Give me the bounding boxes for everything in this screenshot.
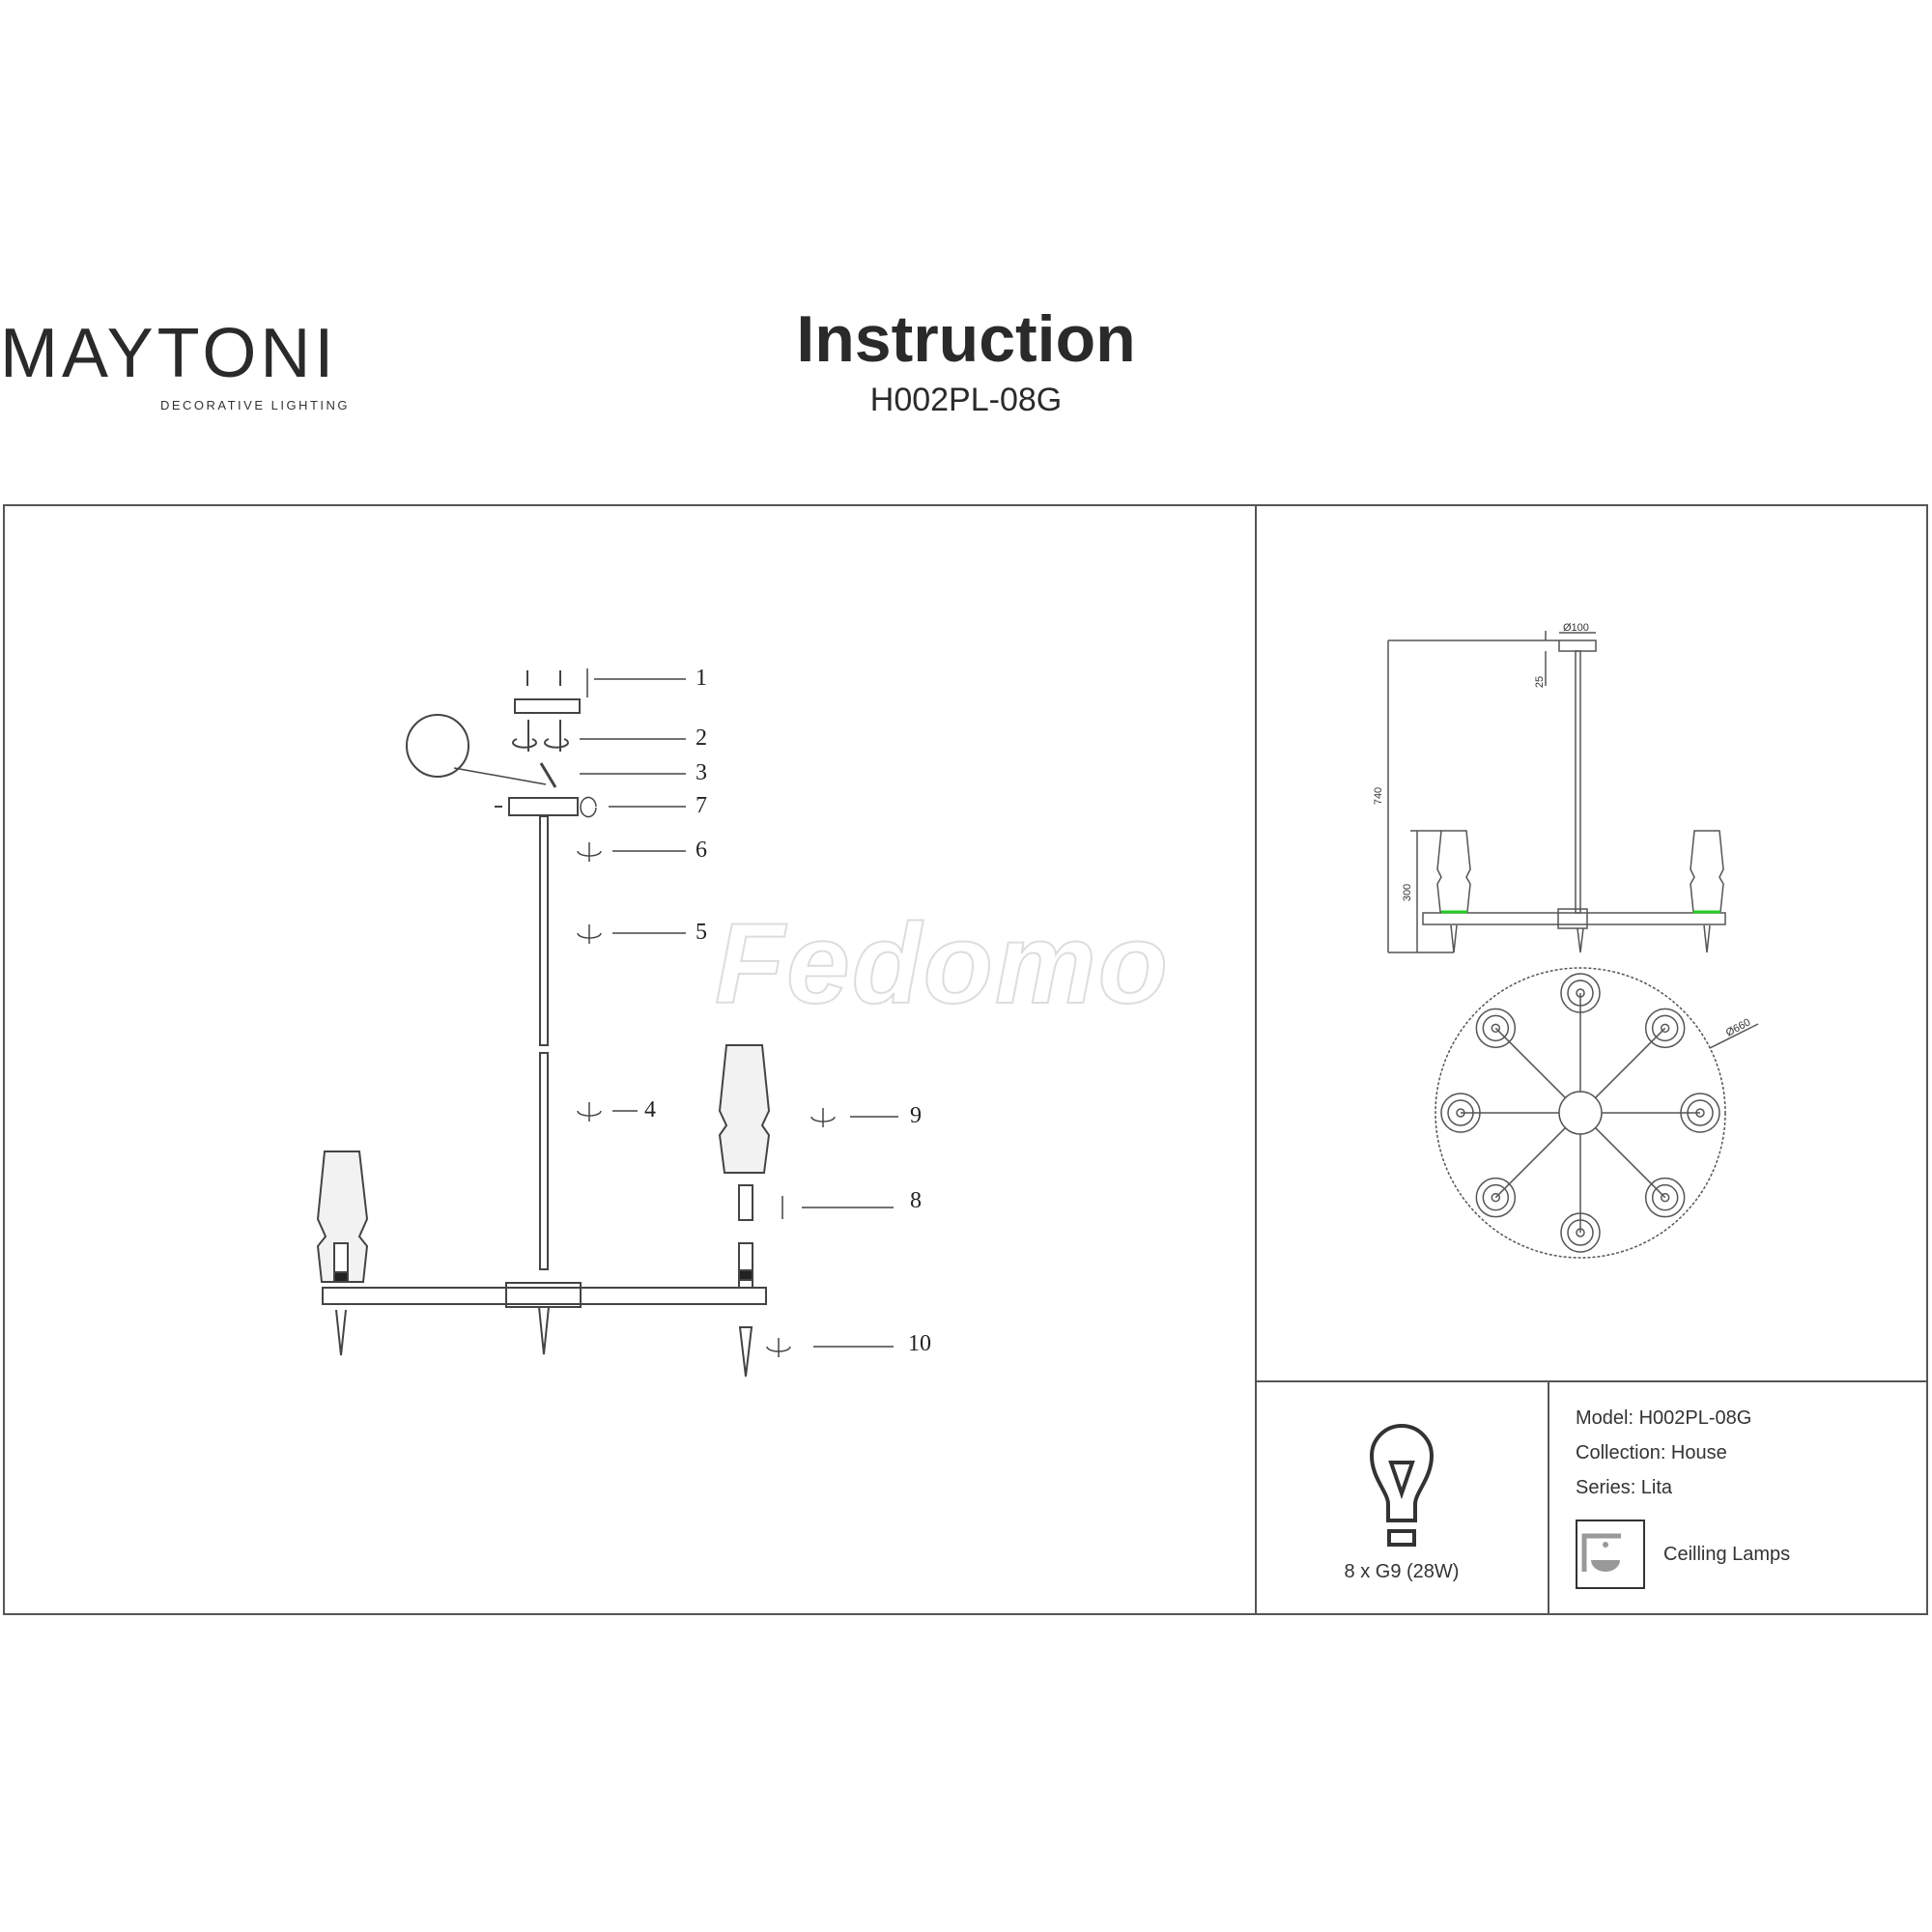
plan-shade [1567,1219,1594,1246]
plan-shade [1695,1108,1705,1118]
plan-outline [1435,967,1726,1259]
plan-arm [1494,1127,1566,1199]
info-type: Ceilling Lamps [1663,1544,1791,1565]
plan-shade [1475,1008,1517,1049]
plan-shade [1644,1177,1686,1218]
arm [322,1287,767,1305]
instruction-frame [3,504,1928,1615]
step-label-6: 6 [696,838,707,863]
plan-arm [1494,1027,1566,1098]
step-label-5: 5 [696,920,707,945]
page-title: Instruction [796,302,1136,376]
spike-left [335,1309,347,1356]
step-label-3: 3 [696,760,707,785]
plan-arm [1595,1127,1666,1199]
plan-shade [1447,1099,1474,1126]
plan-shade [1660,1023,1670,1034]
step-label-10: 10 [908,1331,931,1356]
plan-shade [1680,1093,1720,1133]
g9-bulb [738,1184,753,1221]
plan-shade [1440,1093,1481,1133]
brand-name: MAYTONI [0,315,338,392]
plan-shade [1660,1192,1670,1203]
info-model: Model: H002PL-08G [1576,1407,1752,1429]
watermark: Fedomo [714,899,1170,1029]
plan-shade [1651,1183,1679,1211]
hub [505,1282,582,1308]
plan-shade [1491,1023,1501,1034]
plan-shade [1491,1192,1501,1203]
mounting-bracket [514,698,581,714]
step-label-8: 8 [910,1188,922,1213]
plan-shade [1456,1108,1465,1118]
plan-shade [1687,1099,1714,1126]
plan-shade [1482,1014,1510,1042]
plan-shade [1651,1014,1679,1042]
step-label-9: 9 [910,1103,922,1128]
divider-vertical [1255,504,1257,1615]
step-label-1: 1 [696,666,707,691]
brand-logo: MAYTONI DECORATIVE LIGHTING [0,319,357,415]
brand-tagline: DECORATIVE LIGHTING [159,398,350,412]
rod-upper [539,815,549,1046]
plan-shade [1560,973,1601,1013]
shade-left [316,1151,369,1283]
rod-lower [539,1052,549,1270]
spike-detached [738,1326,753,1378]
plan-shade [1576,1228,1585,1237]
plan-arm [1595,1027,1666,1098]
plan-shade [1576,988,1585,998]
plan-shade [1560,1212,1601,1253]
plan-shade [1475,1177,1517,1218]
wiring-detail-icon [406,714,469,778]
info-collection: Collection: House [1576,1442,1727,1463]
step-label-2: 2 [696,725,707,751]
ceiling-lamp-icon [1576,1520,1645,1589]
rotate-arrows-icon [512,720,569,752]
dim-canopy-diameter: Ø100 [1563,622,1589,634]
screws-icon [526,668,588,697]
bulb-spec: 8 x G9 (28W) [1344,1561,1460,1582]
step-label-7: 7 [696,793,707,818]
page-model: H002PL-08G [869,382,1063,418]
shade-detached [718,1044,771,1174]
plan-shade [1482,1183,1510,1211]
divider-horizontal [1255,1380,1928,1382]
center-spike [538,1306,550,1355]
plan-shade [1567,980,1594,1007]
divider-info [1548,1380,1549,1615]
info-series: Series: Lita [1576,1477,1673,1498]
step-label-4: 4 [644,1097,656,1122]
plan-shade [1644,1008,1686,1049]
